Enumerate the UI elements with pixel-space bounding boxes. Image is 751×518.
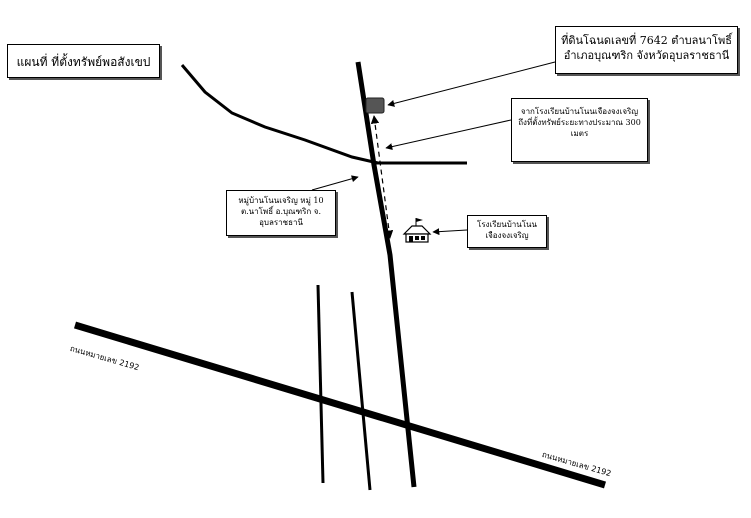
- deed-label-line2: อำเภอบุณฑริก จังหวัดอุบลราชธานี: [563, 48, 730, 62]
- school-icon: [402, 218, 432, 243]
- map-title-box: แผนที่ ที่ตั้งทรัพย์พอสังเขป: [7, 44, 160, 78]
- map-title: แผนที่ ที่ตั้งทรัพย์พอสังเขป: [16, 55, 151, 69]
- village-label-line1: หมู่บ้านโนนเจริญ หมู่ 10: [238, 196, 324, 205]
- village-label-box: หมู่บ้านโนนเจริญ หมู่ 10 ต.นาโพธิ์ อ.บุณ…: [226, 190, 336, 236]
- school-callout-arrow: [432, 228, 468, 236]
- property-marker-icon: [365, 97, 385, 114]
- school-label-line1: โรงเรียนบ้านโนน: [477, 220, 537, 229]
- northwest-road: [180, 64, 379, 165]
- distance-label-line1: จากโรงเรียนบ้านโนนเจืองจงเจริญ: [520, 107, 639, 116]
- deed-label-line1: ที่ดินโฉนดเลขที่ 7642 ตำบลนาโพธิ์: [561, 34, 732, 47]
- south-road-left: [316, 284, 325, 484]
- distance-label-line3: เมตร: [570, 128, 589, 138]
- distance-label-line2: ถึงที่ตั้งทรัพย์ระยะทางประมาณ 300: [518, 117, 641, 127]
- distance-label-box: จากโรงเรียนบ้านโนนเจืองจงเจริญ ถึงที่ตั้…: [511, 98, 648, 162]
- highway-2192-road: [73, 321, 607, 489]
- main-village-road: [355, 61, 417, 488]
- deed-callout-arrow: [387, 61, 556, 107]
- village-callout-arrow: [311, 175, 359, 191]
- school-label-box: โรงเรียนบ้านโนน เจืองจงเจริญ: [467, 215, 547, 248]
- village-label-line2: ต.นาโพธิ์ อ.บุณฑริก จ.: [240, 206, 322, 216]
- distance-callout-arrow: [385, 119, 512, 151]
- deed-label-box: ที่ดินโฉนดเลขที่ 7642 ตำบลนาโพธิ์ อำเภอบ…: [555, 26, 738, 74]
- distance-dashed-line: [370, 115, 394, 239]
- south-road-right: [350, 291, 372, 491]
- school-label-line2: เจืองจงเจริญ: [485, 230, 529, 240]
- village-label-line3: อุบลราชธานี: [259, 217, 303, 227]
